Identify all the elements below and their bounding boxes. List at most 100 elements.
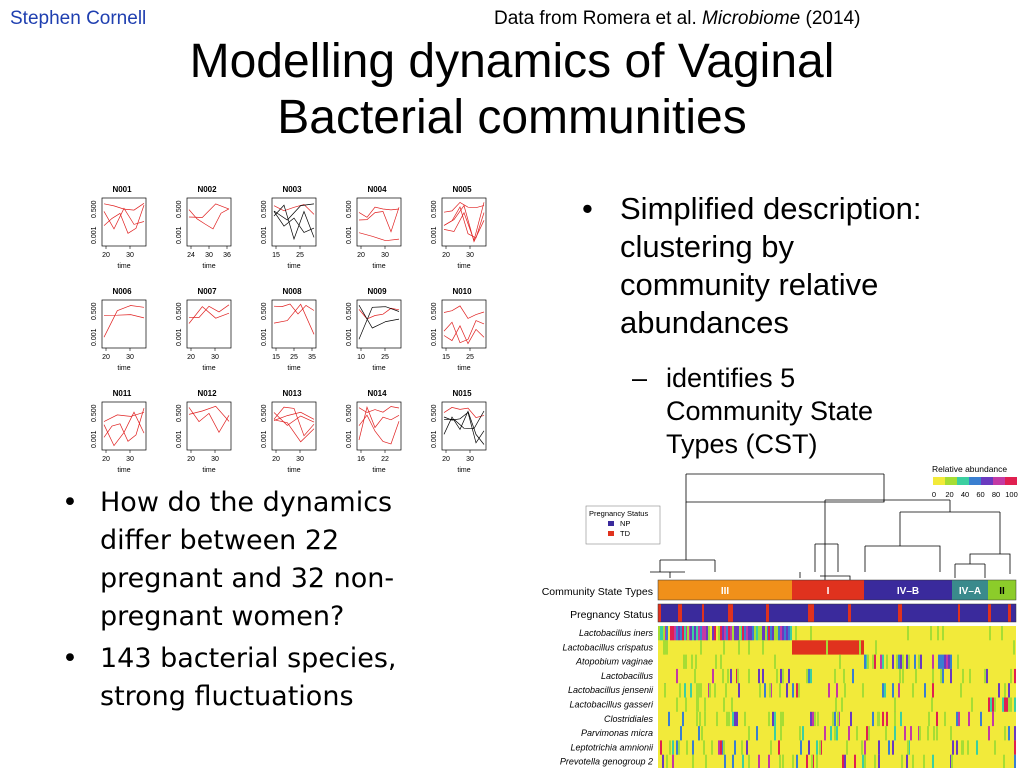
heat-cell [874,654,876,669]
heat-cell [861,740,863,755]
species-label: Clostridiales [604,714,654,724]
heat-cell [951,754,953,768]
species-label: Lactobacillus crispatus [562,642,653,652]
heat-cell [877,711,879,727]
heat-cell [762,626,764,641]
heat-cell [802,726,804,741]
heat-cell [848,726,850,741]
panel-frame [101,299,147,349]
heat-cell [944,711,946,727]
np-swatch [608,521,614,526]
heat-cell [880,654,882,669]
heat-cell [698,683,700,698]
heat-cell [932,654,934,669]
heat-cell [704,626,706,641]
x-tick-label: 22 [381,456,389,463]
heat-cell [687,626,689,641]
heat-cell [658,626,660,641]
heat-cell [836,683,838,698]
cst-heatmap-figure: Pregnancy Status NP TD Relative abundanc… [542,464,1018,768]
heat-cell [810,668,812,684]
heat-cell [835,697,837,712]
heat-cell [808,668,810,684]
y-tick-label: 0.001 [91,328,98,346]
heat-cell [739,626,741,641]
heat-cell [878,754,880,768]
heat-cell [1003,754,1005,768]
panel-title: N005 [452,185,472,194]
heat-cell [668,711,670,727]
heat-cell [824,726,826,741]
x-axis-label: time [372,467,385,474]
bullet-icon: • [62,487,78,518]
heat-cell [748,668,750,684]
legend-tick: 80 [992,490,1000,499]
bullet-icon: • [62,643,78,674]
panel-title: N003 [282,185,302,194]
pregnancy-td-mark [658,604,661,622]
trajectory-line [273,303,315,315]
td-swatch [608,531,614,536]
heat-cell [709,683,711,698]
heat-cell [663,626,665,641]
heat-cell [894,726,896,741]
heat-cell [844,683,846,698]
heat-cell [932,668,934,684]
trajectory-line [273,303,315,335]
row-label-pregnancy: Pregnancy Status [570,609,653,621]
heat-cell [730,626,732,641]
panel-title: N002 [197,185,217,194]
heat-cell [720,654,722,669]
heat-cell [744,626,746,641]
y-tick-label: 0.001 [176,328,183,346]
species-label: Lactobacillus gasseri [569,700,654,710]
heat-cell [818,640,820,655]
heat-cell [748,626,750,641]
row-label-cst: Community State Types [542,586,653,598]
heat-cell [1010,668,1012,684]
heat-cell [906,654,908,669]
heat-cell [850,640,852,655]
heat-cell [792,640,794,655]
heat-cell [778,740,780,755]
x-tick-label: 20 [102,252,110,259]
heat-cell [980,711,982,727]
heat-cell [940,668,942,684]
trajectory-line [103,207,145,230]
heat-cell [741,740,743,755]
panel-title: N009 [367,287,387,296]
cst-segment-label: II [999,586,1005,597]
heat-cell [892,683,894,698]
panel-frame [356,401,402,451]
trajectory-line [358,206,400,218]
panel-frame [101,197,147,247]
heat-cell [902,668,904,684]
heat-cell [868,726,870,741]
heat-cell [804,640,806,655]
heat-cell [682,711,684,727]
heat-cell [1004,697,1006,712]
heat-cell [819,740,821,755]
heat-cell [874,754,876,768]
heat-cell [859,640,861,655]
heat-cell [837,711,839,727]
pregnancy-td-mark [988,604,991,622]
heat-cell [684,626,686,641]
heat-cell [872,711,874,727]
heat-cell [758,668,760,684]
heat-cell [886,711,888,727]
heat-cell [900,654,902,669]
heat-cell [772,626,774,641]
heat-cell [841,697,843,712]
heat-cell [756,626,758,641]
x-tick-label: 30 [381,252,389,259]
heat-cell [695,654,697,669]
heat-cell [732,626,734,641]
x-tick-label: 30 [126,252,134,259]
heat-cell [937,626,939,641]
cst-segment [988,580,1016,600]
panel-frame [441,401,487,451]
y-tick-label: 0.001 [176,430,183,448]
dash-icon: – [632,363,648,393]
